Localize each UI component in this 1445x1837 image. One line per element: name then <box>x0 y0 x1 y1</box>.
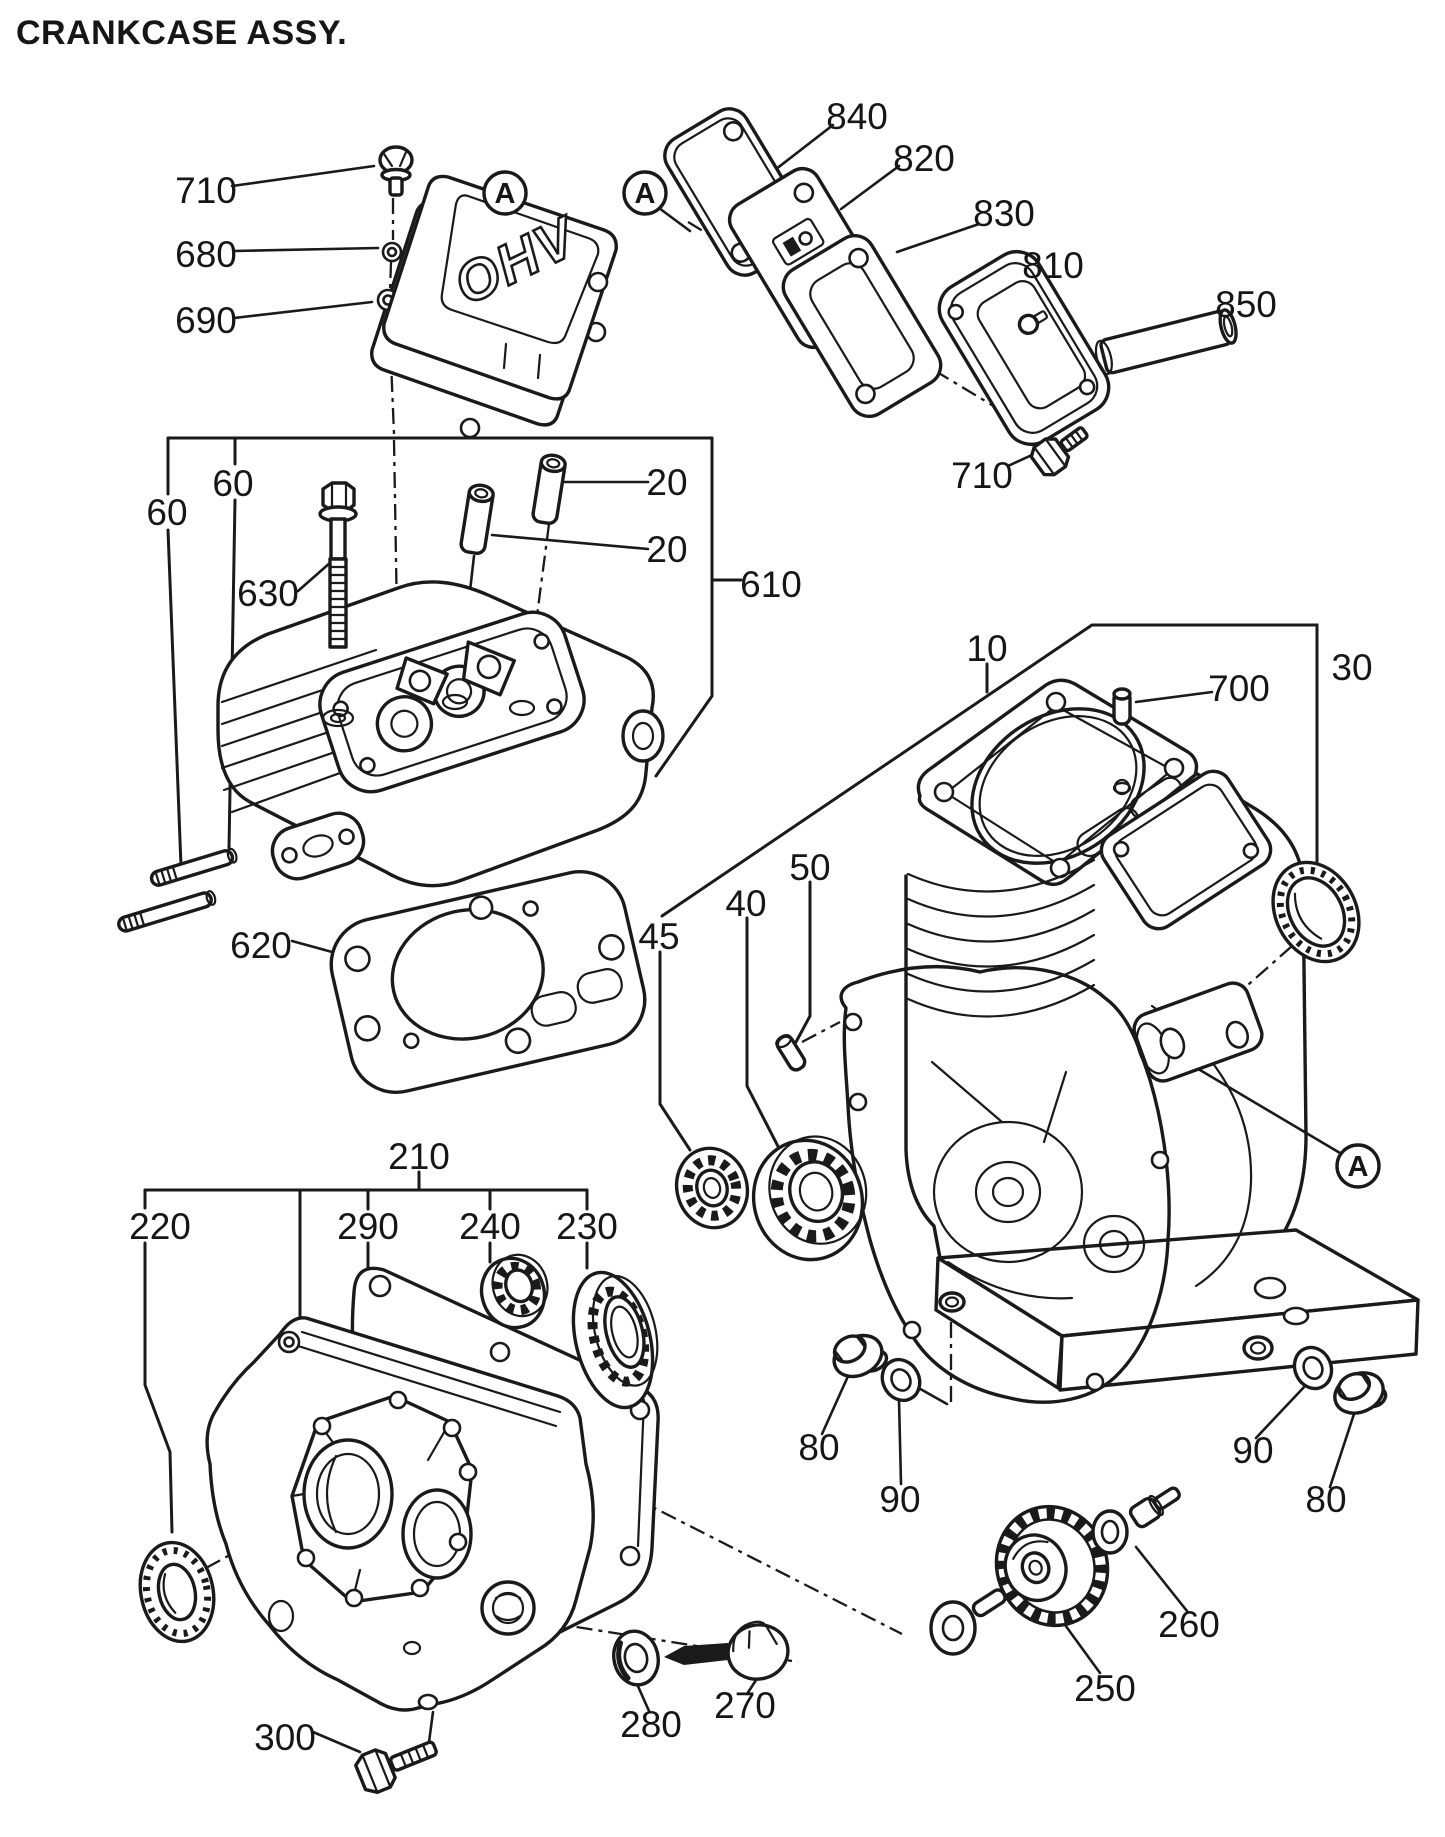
callout-220: 220 <box>129 1206 191 1247</box>
dowel-pin-50 <box>775 1034 807 1072</box>
governor-gear-250 <box>994 1504 1110 1628</box>
view-marker-a-stack: A <box>622 170 668 216</box>
callout-840: 840 <box>826 96 888 137</box>
head-stud-60-lower <box>117 890 217 933</box>
ball-bearing-230 <box>571 1270 659 1410</box>
marker-a-left-label: A <box>495 178 516 210</box>
callout-10: 10 <box>966 628 1007 669</box>
muffler-bolt-710 <box>1029 426 1089 477</box>
block-cooling-fins <box>906 788 1252 1018</box>
callout-90-right: 90 <box>1232 1430 1273 1471</box>
callout-680: 680 <box>175 234 237 275</box>
bracket-lines <box>143 436 1319 1534</box>
callout-830: 830 <box>973 193 1035 234</box>
page-title: CRANKCASE ASSY. <box>16 14 347 52</box>
callout-810: 810 <box>1022 245 1084 286</box>
crankcase-cover-210 <box>205 1316 595 1712</box>
callout-240: 240 <box>459 1206 521 1247</box>
muffler-gasket-830 <box>781 233 943 419</box>
head-rocker-face <box>318 610 586 794</box>
callout-30: 30 <box>1331 647 1372 688</box>
oil-seal-30 <box>1271 860 1361 964</box>
block-top-face <box>916 678 1199 887</box>
gear-bolt-260 <box>1091 1486 1181 1555</box>
callout-45: 45 <box>638 916 679 957</box>
callout-40: 40 <box>725 883 766 924</box>
dowel-pin-20-right <box>531 453 567 526</box>
callout-690: 690 <box>175 300 237 341</box>
muffler-cover-810 <box>937 249 1111 447</box>
callout-610: 610 <box>740 564 802 605</box>
head-intake-flange <box>270 811 366 881</box>
cover-bolt-300 <box>354 1740 438 1794</box>
drain-plug-80-left <box>832 1333 889 1379</box>
valve-cover: OHV <box>381 174 618 401</box>
dowel-pin-700 <box>1112 687 1132 795</box>
callout-250: 250 <box>1074 1668 1136 1709</box>
head-bolt-630 <box>318 481 358 649</box>
ball-bearing-240 <box>479 1253 549 1330</box>
cylinder-head <box>216 580 665 888</box>
block-mount-beam <box>1132 981 1264 1083</box>
sealing-washer-90-right <box>1292 1345 1334 1391</box>
callout-280: 280 <box>620 1704 682 1745</box>
sealing-washer-90-left <box>880 1357 922 1403</box>
ball-bearing-40 <box>751 1135 868 1262</box>
callout-50: 50 <box>789 847 830 888</box>
oil-seal-220 <box>138 1540 216 1644</box>
view-marker-a-case: A <box>1335 1143 1381 1189</box>
callout-620: 620 <box>230 925 292 966</box>
callout-290: 290 <box>337 1206 399 1247</box>
callout-270: 270 <box>714 1685 776 1726</box>
callout-210: 210 <box>388 1136 450 1177</box>
callout-90-left: 90 <box>879 1479 920 1520</box>
governor-shaft <box>929 1573 1031 1656</box>
dowel-pin-20-left <box>459 483 495 556</box>
view-marker-a-left: A <box>482 170 528 216</box>
muffler-pipe-850 <box>1094 308 1238 376</box>
callout-60-b: 60 <box>212 463 253 504</box>
callout-80-left: 80 <box>798 1427 839 1468</box>
callout-labels: 710 680 690 840 820 830 810 850 710 60 6… <box>129 96 1372 1758</box>
marker-a-case-label: A <box>1348 1151 1369 1183</box>
valve-cover-bolt-710 <box>378 145 414 197</box>
callout-230: 230 <box>556 1206 618 1247</box>
callout-20-a: 20 <box>646 462 687 503</box>
marker-a-stack-label: A <box>635 178 656 210</box>
callout-820: 820 <box>893 138 955 179</box>
callout-80-right: 80 <box>1305 1479 1346 1520</box>
cylinder-block <box>839 678 1420 1404</box>
block-muffler-mount-face <box>1099 769 1273 931</box>
head-gasket-620 <box>329 869 647 1095</box>
drain-plug-80-right <box>1333 1371 1388 1415</box>
head-stud-60-upper <box>149 847 238 887</box>
callout-630: 630 <box>237 573 299 614</box>
callout-60-a: 60 <box>146 492 187 533</box>
callout-710-muffler: 710 <box>951 455 1013 496</box>
callout-300: 300 <box>254 1717 316 1758</box>
callout-260: 260 <box>1158 1604 1220 1645</box>
callout-850: 850 <box>1215 284 1277 325</box>
callout-20-b: 20 <box>646 529 687 570</box>
oil-dipstick-270 <box>664 1620 790 1681</box>
sealing-washer-280 <box>612 1629 660 1687</box>
callout-710-valve-cover: 710 <box>175 170 237 211</box>
ball-bearing-45 <box>674 1146 750 1230</box>
block-crankcase-gasket-face <box>839 964 1171 1404</box>
callout-700: 700 <box>1208 668 1270 709</box>
